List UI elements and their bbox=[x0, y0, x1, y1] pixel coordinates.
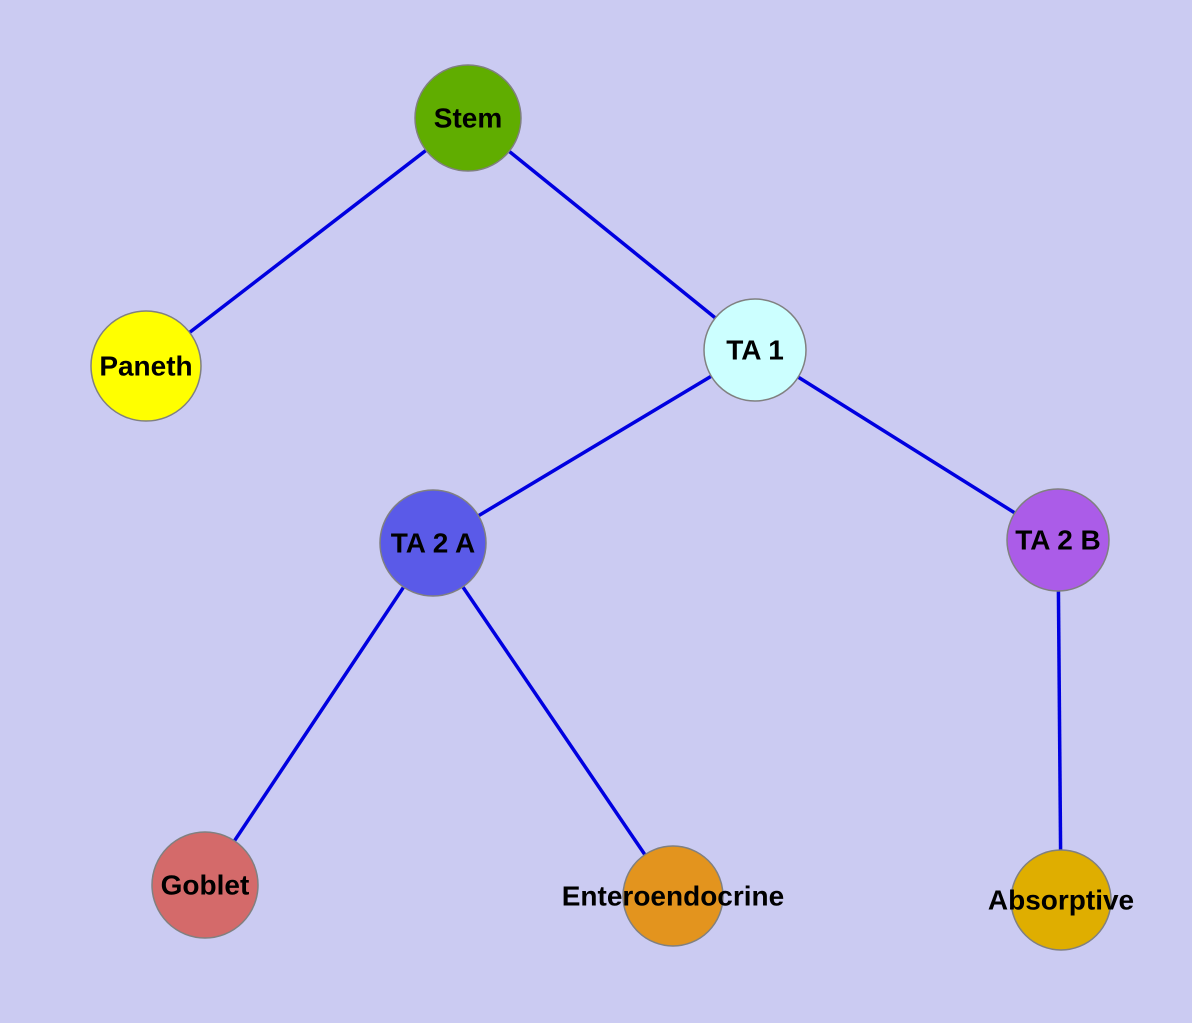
node-ta1[interactable]: TA 1 bbox=[703, 298, 807, 402]
node-label-paneth: Paneth bbox=[99, 351, 192, 382]
node-circle-ta2a[interactable] bbox=[379, 489, 487, 597]
node-circle-enteroendocrine[interactable] bbox=[622, 845, 724, 947]
node-circle-absorptive[interactable] bbox=[1010, 849, 1112, 951]
node-label-stem: Stem bbox=[434, 103, 502, 134]
node-label-ta1: TA 1 bbox=[726, 335, 784, 366]
node-label-ta2b: TA 2 B bbox=[1015, 525, 1101, 556]
edge-ta2a-enteroendocrine bbox=[431, 542, 675, 897]
node-label-goblet: Goblet bbox=[161, 870, 250, 901]
node-absorptive[interactable]: Absorptive bbox=[988, 849, 1134, 951]
node-enteroendocrine[interactable]: Enteroendocrine bbox=[562, 845, 784, 947]
edge-ta1-ta2a bbox=[432, 348, 756, 545]
edge-ta1-ta2b bbox=[754, 348, 1059, 542]
node-circle-paneth[interactable] bbox=[90, 310, 202, 422]
edge-stem-ta1 bbox=[466, 116, 757, 352]
node-label-enteroendocrine: Enteroendocrine bbox=[562, 881, 784, 912]
node-circle-ta1[interactable] bbox=[703, 298, 807, 402]
node-goblet[interactable]: Goblet bbox=[151, 831, 259, 939]
node-circle-stem[interactable] bbox=[414, 64, 522, 172]
node-label-absorptive: Absorptive bbox=[988, 885, 1134, 916]
edge-layer bbox=[144, 116, 1063, 901]
node-paneth[interactable]: Paneth bbox=[90, 310, 202, 422]
edge-ta2a-goblet bbox=[203, 542, 435, 886]
node-label-ta2a: TA 2 A bbox=[391, 528, 476, 559]
node-ta2b[interactable]: TA 2 B bbox=[1006, 488, 1110, 592]
node-stem[interactable]: Stem bbox=[414, 64, 522, 172]
node-circle-goblet[interactable] bbox=[151, 831, 259, 939]
node-circle-ta2b[interactable] bbox=[1006, 488, 1110, 592]
edge-ta2b-absorptive bbox=[1056, 539, 1063, 901]
node-ta2a[interactable]: TA 2 A bbox=[379, 489, 487, 597]
edge-stem-paneth bbox=[144, 116, 470, 368]
